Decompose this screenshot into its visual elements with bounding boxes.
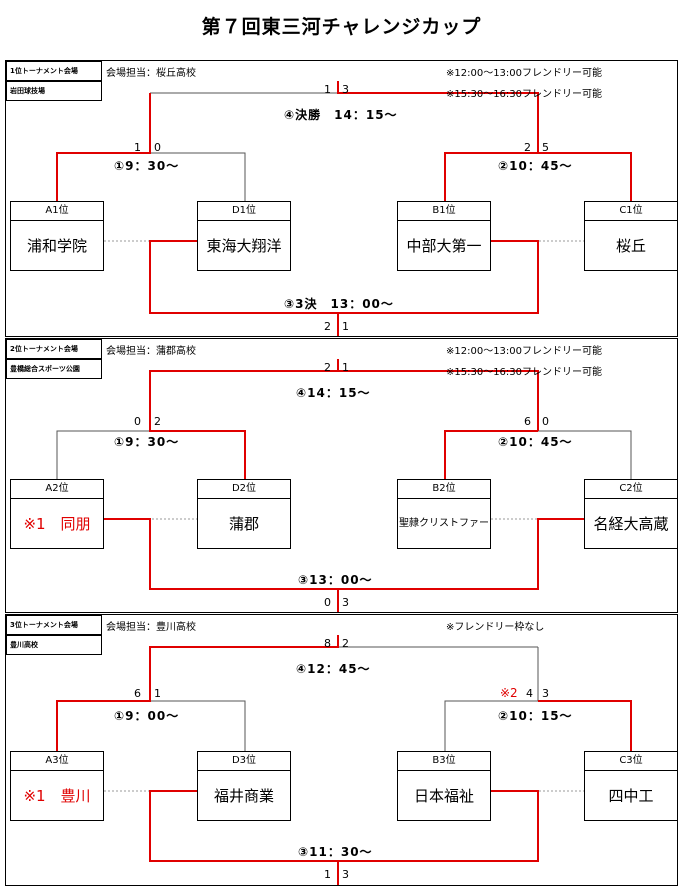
semi-right-time: ②10：45～ [498,435,573,449]
semi-right-score-left: 6 [524,415,531,428]
team-rank: D1位 [198,202,290,221]
semi-right-mark: ※2 [500,686,518,700]
semi-left-score-right: 0 [154,141,161,154]
friendly-note-1: ※フレンドリー枠なし [446,622,545,633]
venue-label: 1位トーナメント会場 [6,61,102,81]
venue-name: 豊橋総合スポーツ公園 [6,359,102,379]
team-rank: D3位 [198,752,290,771]
semi-right-time: ②10：45～ [498,159,573,173]
third-score-right: 1 [342,320,349,333]
manager-text: 会場担当：蒲郡高校 [106,346,196,357]
third-place-time: ③11：30～ [298,845,373,859]
tournament-section-3: 3位トーナメント会場 豊川高校 会場担当：豊川高校 ※フレンドリー枠なし 8 2… [5,614,678,886]
team-rank: A2位 [11,480,103,499]
team-rank: C3位 [585,752,677,771]
third-score-left: 2 [324,320,331,333]
semi-right-time: ②10：15～ [498,709,573,723]
team-box-d: D3位 福井商業 [197,751,291,821]
semi-right-score-right: 0 [542,415,549,428]
semi-right-score-right: 5 [542,141,549,154]
team-box-d: D1位 東海大翔洋 [197,201,291,271]
friendly-note-1: ※12:00～13:00フレンドリー可能 [446,346,603,357]
team-rank: B3位 [398,752,490,771]
final-score-right: 1 [342,361,349,374]
semi-left-score-left: 0 [134,415,141,428]
final-time: ④14：15～ [296,386,371,400]
team-rank: A3位 [11,752,103,771]
semi-left-score-left: 6 [134,687,141,700]
tournament-section-2: 2位トーナメント会場 豊橋総合スポーツ公園 会場担当：蒲郡高校 ※12:00～1… [5,338,678,613]
team-box-b: B1位 中部大第一 [397,201,491,271]
semi-left-score-right: 2 [154,415,161,428]
friendly-note-1: ※12:00～13:00フレンドリー可能 [446,68,603,79]
team-rank: C2位 [585,480,677,499]
final-time: ④12：45～ [296,662,371,676]
final-score-right: 2 [342,637,349,650]
team-name: 四中工 [608,787,654,805]
manager-text: 会場担当：桜丘高校 [106,68,196,79]
team-name: 桜丘 [615,237,646,255]
third-place-time: ③3決 13：00～ [284,297,394,311]
team-box-c: C3位 四中工 [584,751,678,821]
semi-left-score-right: 1 [154,687,161,700]
team-rank: B2位 [398,480,490,499]
team-box-a: A1位 浦和学院 [10,201,104,271]
team-name: 聖隷クリストファー [399,518,489,529]
semi-left-time: ①9：30～ [114,435,180,449]
team-box-a: A2位 ※1 同朋 [10,479,104,549]
third-score-right: 3 [342,596,349,609]
semi-left-time: ①9：00～ [114,709,180,723]
final-score-left: 8 [324,637,331,650]
third-place-time: ③13：00～ [298,573,373,587]
venue-name: 岩田球技場 [6,81,102,101]
venue-name: 豊川高校 [6,635,102,655]
page-title: 第７回東三河チャレンジカップ [201,16,482,38]
team-name: 東海大翔洋 [206,237,282,255]
team-name: 中部大第一 [406,237,482,255]
team-box-c: C2位 名経大高蔵 [584,479,678,549]
final-time: ④決勝 14：15～ [284,108,398,122]
third-score-left: 1 [324,868,331,881]
team-rank: D2位 [198,480,290,499]
venue-label: 2位トーナメント会場 [6,339,102,359]
team-name: 蒲郡 [228,515,259,533]
semi-left-score-left: 1 [134,141,141,154]
team-box-b: B2位 聖隷クリストファー [397,479,491,549]
team-rank: B1位 [398,202,490,221]
final-score-left: 2 [324,361,331,374]
team-box-d: D2位 蒲郡 [197,479,291,549]
semi-right-score-right: 3 [542,687,549,700]
final-score-right: 3 [342,83,349,96]
bracket-lines [56,81,632,336]
bracket-lines [56,635,632,885]
team-box-b: B3位 日本福祉 [397,751,491,821]
third-score-left: 0 [324,596,331,609]
semi-right-score-left: 4 [526,687,533,700]
team-rank: C1位 [585,202,677,221]
team-box-a: A3位 ※1 豊川 [10,751,104,821]
team-name: 名経大高蔵 [593,515,669,533]
venue-label: 3位トーナメント会場 [6,615,102,635]
final-score-left: 1 [324,83,331,96]
semi-left-time: ①9：30～ [114,159,180,173]
team-name: ※1 豊川 [23,787,91,805]
semi-right-score-left: 2 [524,141,531,154]
third-score-right: 3 [342,868,349,881]
team-name: 浦和学院 [26,237,87,255]
team-name: ※1 同朋 [23,515,91,533]
bracket-lines [56,359,632,612]
tournament-section-1: 1位トーナメント会場 岩田球技場 会場担当：桜丘高校 ※12:00～13:00フ… [5,60,678,337]
friendly-note-2: ※15:30～16:30フレンドリー可能 [446,89,603,100]
team-box-c: C1位 桜丘 [584,201,678,271]
team-name: 福井商業 [213,787,274,805]
team-name: 日本福祉 [413,787,474,805]
friendly-note-2: ※15:30～16:30フレンドリー可能 [446,367,603,378]
manager-text: 会場担当：豊川高校 [106,622,196,633]
team-rank: A1位 [11,202,103,221]
